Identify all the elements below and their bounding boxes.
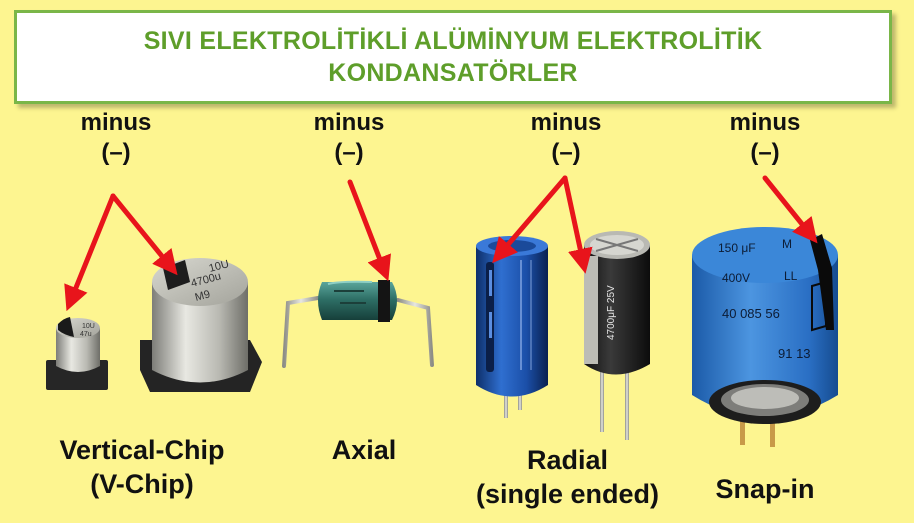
minus-word: minus	[530, 109, 602, 136]
label-axial: Axial	[304, 433, 424, 467]
arrow-radial-black	[562, 175, 593, 274]
arrow-vchip-small	[64, 193, 116, 312]
label-vertical-chip-line-2: (V-Chip)	[90, 469, 194, 499]
vchip-large-marking-1: 10U	[208, 258, 231, 275]
arrow-vchip-large	[110, 193, 178, 276]
label-radial-line-1: Radial	[526, 445, 609, 475]
label-snapin: Snap-in	[690, 472, 840, 506]
vchip-small-marking-1: 10U	[82, 323, 95, 330]
radial-black-capacitor: 4700μF 25V	[584, 231, 650, 440]
vchip-large-marking-3: M9	[194, 288, 212, 304]
minus-label-snapin: minus (–)	[705, 108, 825, 168]
minus-sign: (–)	[750, 139, 780, 166]
title-line-2: KONDANSATÖRLER	[328, 59, 578, 87]
snapin-marking-5: 40 085 56	[722, 306, 780, 321]
minus-label-axial: minus (–)	[289, 108, 409, 168]
minus-label-vchip: minus (–)	[56, 108, 176, 168]
minus-sign: (–)	[551, 139, 581, 166]
minus-label-radial: minus (–)	[506, 108, 626, 168]
vchip-small-capacitor: 10U 47u	[46, 317, 108, 390]
minus-sign: (–)	[334, 139, 364, 166]
polarity-arrows	[64, 175, 818, 312]
snapin-marking-2: M	[782, 237, 792, 251]
arrow-axial	[347, 179, 391, 282]
vchip-large-capacitor: 10U 4700u M9	[140, 258, 262, 392]
title-banner: SIVI ELEKTROLİTİKLİ ALÜMİNYUM ELEKTROLİT…	[14, 10, 892, 104]
radial-black-marking: 4700μF 25V	[606, 285, 617, 340]
snapin-capacitor: 150 μF M 400V LL 40 085 56 91 13	[692, 227, 838, 447]
minus-word: minus	[313, 109, 385, 136]
label-radial: Radial (single ended)	[440, 443, 695, 511]
vchip-small-marking-2: 47u	[80, 331, 92, 338]
radial-blue-capacitor	[476, 236, 548, 418]
arrow-snapin	[762, 175, 818, 244]
label-vertical-chip-line-1: Vertical-Chip	[59, 435, 225, 465]
arrow-radial-blue	[492, 175, 568, 264]
snapin-marking-1: 150 μF	[718, 241, 756, 255]
label-radial-line-2: (single ended)	[475, 479, 659, 509]
minus-word: minus	[729, 109, 801, 136]
label-snapin-line-1: Snap-in	[715, 474, 815, 504]
minus-sign: (–)	[101, 139, 131, 166]
label-vertical-chip: Vertical-Chip (V-Chip)	[22, 433, 262, 501]
minus-word: minus	[80, 109, 152, 136]
axial-capacitor	[282, 280, 434, 368]
snapin-marking-4: LL	[784, 269, 798, 283]
label-axial-line-1: Axial	[331, 435, 397, 465]
snapin-marking-3: 400V	[722, 271, 750, 285]
title-line-1: SIVI ELEKTROLİTİKLİ ALÜMİNYUM ELEKTROLİT…	[143, 27, 763, 55]
snapin-marking-6: 91 13	[778, 346, 811, 361]
